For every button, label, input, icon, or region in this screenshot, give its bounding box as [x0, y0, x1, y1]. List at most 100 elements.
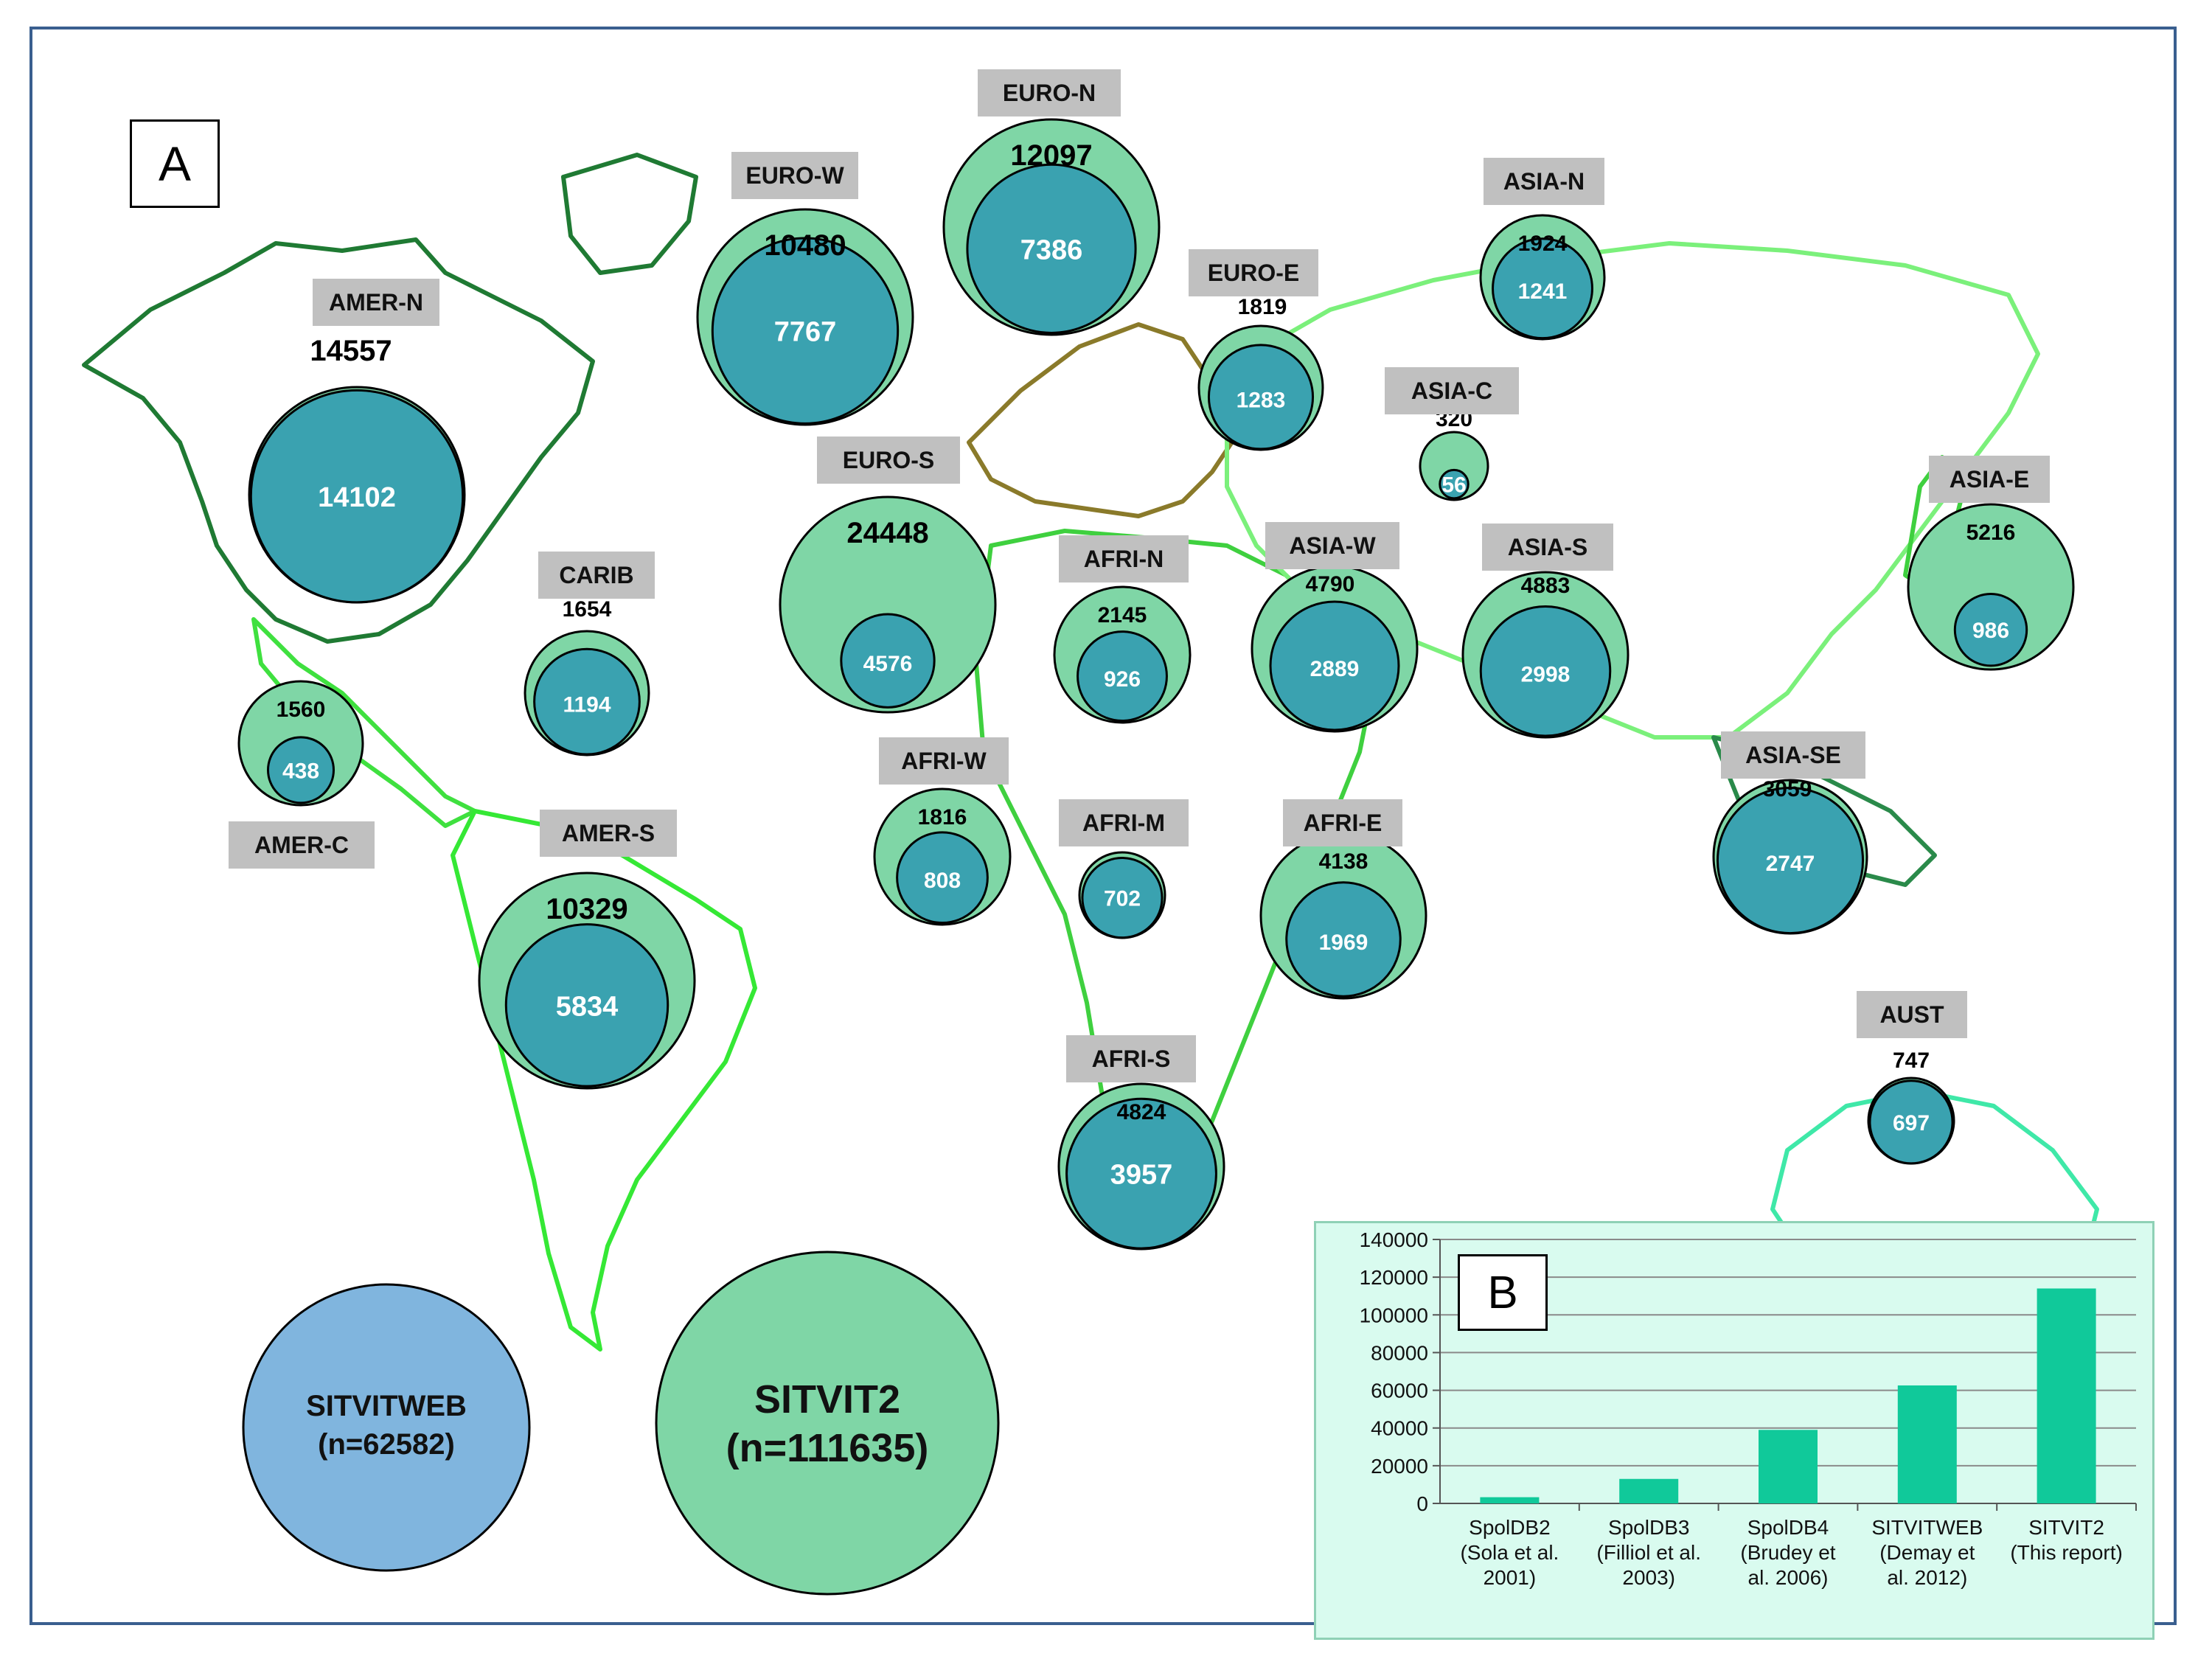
bar-category-label: al. 2006) [1748, 1566, 1829, 1589]
bar-y-tick-label: 0 [1416, 1492, 1428, 1515]
bubble-sitvitweb-asia-w [1269, 600, 1400, 731]
bar-category-label: SITVIT2 [2028, 1516, 2104, 1539]
bubble-sitvit2-euro-s [779, 495, 997, 714]
bubble-value-sitvitweb-amer-c: 438 [282, 759, 319, 783]
region-label-amer-n: AMER-N [313, 279, 439, 326]
region-label-asia-c: ASIA-C [1385, 367, 1519, 414]
bubble-value-sitvit2-afri-s: 4824 [1117, 1100, 1166, 1124]
legend-label-sitvitweb: SITVITWEB [306, 1390, 467, 1422]
bubble-value-sitvit2-asia-se: 3059 [1763, 777, 1812, 801]
bubble-value-sitvit2-euro-s: 24448 [846, 517, 928, 549]
bubble-sitvitweb-asia-e [1953, 593, 2028, 667]
region-label-afri-s: AFRI-S [1066, 1035, 1196, 1082]
bar-category-label: (Brudey et [1740, 1541, 1835, 1564]
bubble-sitvitweb-amer-n [249, 389, 465, 604]
bar-1 [1619, 1478, 1679, 1503]
region-label-amer-s: AMER-S [540, 810, 677, 857]
bar-category-label: 2003) [1622, 1566, 1675, 1589]
bubble-value-sitvit2-asia-s: 4883 [1521, 574, 1571, 598]
bubble-sitvitweb-euro-w [711, 237, 900, 425]
bar-category-label: al. 2012) [1887, 1566, 1967, 1589]
legend: SITVITWEB(n=62582)SITVIT2(n=111635) [242, 1251, 1000, 1596]
bar-category-label: 2001) [1484, 1566, 1537, 1589]
bubble-value-sitvit2-afri-w: 1816 [918, 805, 967, 830]
bubble-sitvitweb-amer-s [504, 923, 669, 1088]
bar-y-tick-label: 60000 [1371, 1380, 1428, 1402]
region-label-euro-s: EURO-S [817, 437, 960, 484]
bar-y-tick-label: 100000 [1360, 1304, 1428, 1326]
bar-category-label: (Demay et [1879, 1541, 1975, 1564]
bubble-value-sitvitweb-asia-s: 2998 [1521, 662, 1571, 686]
bar-0 [1480, 1497, 1540, 1503]
bubble-value-sitvit2-euro-e: 1819 [1238, 295, 1287, 319]
bar-y-tick-label: 40000 [1371, 1417, 1428, 1440]
bubble-sitvitweb-asia-se [1716, 786, 1865, 935]
legend-circle-sitvitweb [242, 1283, 531, 1572]
bubble-value-sitvitweb-afri-m: 702 [1104, 887, 1141, 911]
bubble-value-sitvit2-asia-e: 5216 [1966, 521, 2016, 545]
figure-frame: 14557 14102 1560 438 1654 1194 10329 5834 10480 7… [29, 27, 2177, 1640]
legend-count-sitvit2: (n=111635) [726, 1426, 929, 1470]
bubble-value-sitvitweb-amer-n: 14102 [318, 482, 396, 513]
region-label-asia-w: ASIA-W [1265, 522, 1399, 569]
bar-category-label: (This report) [2010, 1541, 2122, 1564]
bubble-value-sitvitweb-asia-e: 986 [1972, 619, 2009, 643]
bubble-value-sitvit2-amer-n: 14557 [310, 335, 392, 367]
bubble-sitvitweb-aust [1868, 1079, 1954, 1165]
bubble-value-sitvitweb-carib: 1194 [563, 693, 611, 717]
bubble-value-sitvitweb-afri-s: 3957 [1110, 1160, 1173, 1191]
bubble-value-sitvit2-amer-c: 1560 [276, 698, 326, 722]
region-label-afri-m: AFRI-M [1059, 799, 1189, 846]
bubble-value-sitvit2-asia-n: 1924 [1518, 232, 1568, 256]
bubble-sitvitweb-carib [533, 647, 641, 756]
bubble-value-sitvit2-euro-w: 10480 [764, 229, 846, 262]
bubble-sitvitweb-afri-m [1081, 857, 1164, 939]
bar-category-label: SpolDB4 [1747, 1516, 1829, 1539]
bubble-sitvit2-asia-c [1419, 431, 1489, 501]
bubble-sitvitweb-euro-n [966, 163, 1137, 334]
bar-category-label: SpolDB3 [1608, 1516, 1690, 1539]
bubble-sitvitweb-afri-s [1065, 1097, 1217, 1250]
bubble-sitvitweb-euro-e [1207, 344, 1315, 451]
bubble-value-sitvitweb-asia-w: 2889 [1310, 657, 1360, 681]
europe-outline [967, 322, 1244, 518]
bubble-value-sitvitweb-aust: 697 [1893, 1111, 1930, 1135]
bubble-value-sitvitweb-asia-se: 2747 [1766, 852, 1815, 876]
region-label-afri-w: AFRI-W [879, 737, 1009, 785]
bubble-value-sitvitweb-euro-w: 7767 [774, 317, 837, 348]
bubble-sitvit2-asia-e [1907, 503, 2075, 671]
region-label-asia-s: ASIA-S [1482, 524, 1613, 571]
bubble-value-sitvitweb-amer-s: 5834 [556, 991, 619, 1022]
region-label-afri-n: AFRI-N [1059, 535, 1189, 582]
bubble-value-sitvitweb-afri-e: 1969 [1319, 931, 1368, 955]
bar-category-label: SpolDB2 [1469, 1516, 1551, 1539]
region-label-asia-n: ASIA-N [1484, 158, 1604, 205]
bubble-value-sitvit2-amer-s: 10329 [546, 893, 627, 925]
bubble-sitvitweb-asia-n [1492, 237, 1593, 340]
bar-y-tick-label: 140000 [1360, 1228, 1428, 1251]
bubble-sitvitweb-asia-s [1479, 605, 1612, 737]
region-label-asia-se: ASIA-SE [1721, 731, 1865, 779]
bubble-value-sitvitweb-euro-s: 4576 [863, 652, 913, 676]
region-label-euro-w: EURO-W [731, 152, 858, 199]
bubble-value-sitvit2-carib: 1654 [563, 597, 612, 622]
bar-2 [1759, 1430, 1818, 1503]
bar-4 [2037, 1288, 2096, 1503]
bar-category-label: SITVITWEB [1871, 1516, 1983, 1539]
bar-y-tick-label: 120000 [1360, 1266, 1428, 1289]
region-label-aust: AUST [1857, 991, 1967, 1038]
bubble-sitvitweb-afri-e [1285, 881, 1402, 998]
bubble-value-sitvitweb-euro-e: 1283 [1237, 388, 1286, 412]
region-label-carib: CARIB [538, 552, 655, 599]
bubble-value-sitvitweb-euro-n: 7386 [1020, 234, 1083, 265]
bubble-value-sitvit2-aust: 747 [1893, 1048, 1930, 1073]
legend-label-sitvit2: SITVIT2 [754, 1377, 900, 1422]
bar-3 [1897, 1385, 1957, 1503]
region-label-amer-c: AMER-C [229, 821, 375, 869]
region-label-euro-n: EURO-N [978, 69, 1121, 116]
bubble-sitvitweb-afri-w [896, 831, 989, 925]
bubble-value-sitvit2-asia-w: 4790 [1306, 572, 1355, 597]
bar-category-label: (Filliol et al. [1596, 1541, 1701, 1564]
bar-chart: 020000400006000080000100000120000140000S… [1360, 1228, 2137, 1589]
